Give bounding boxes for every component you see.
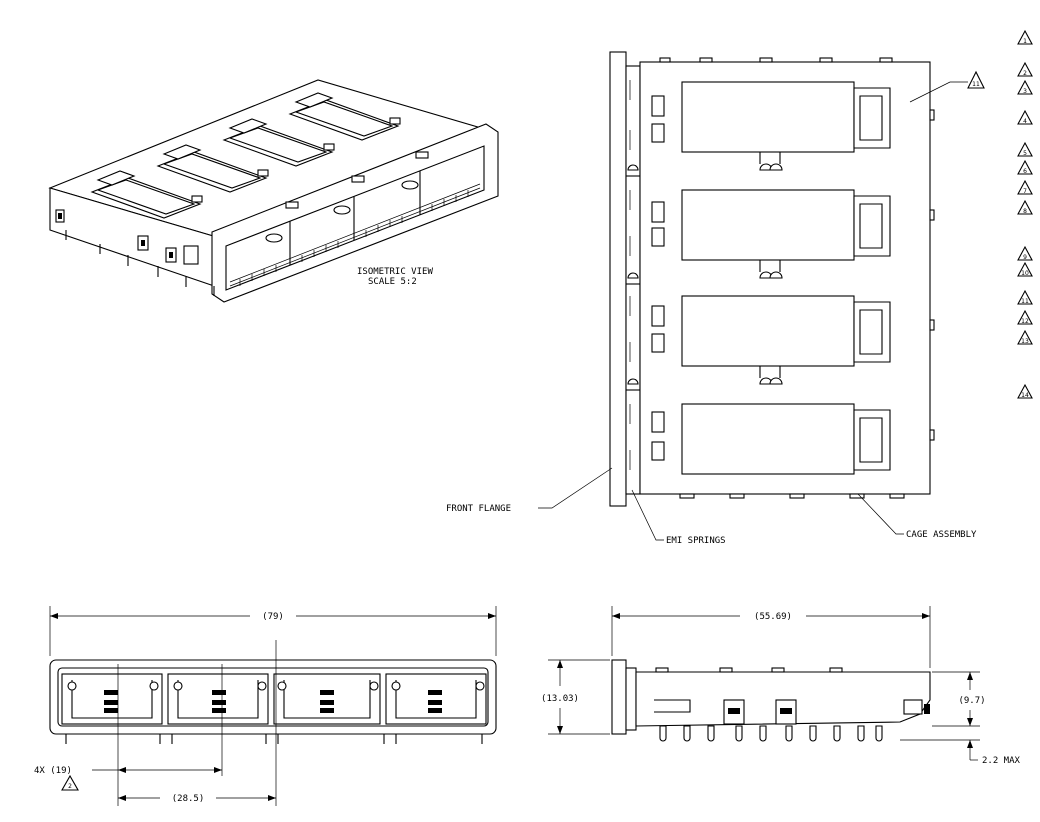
- front-width-dim: (55.69): [754, 612, 792, 622]
- note-number: 7: [1023, 188, 1027, 195]
- pitch-count-dim: 4X (19): [34, 766, 72, 776]
- span-dim: (28.5): [172, 794, 205, 804]
- note-callout: 12: [1017, 309, 1033, 325]
- pitch-note-number: 2: [68, 783, 72, 790]
- note-triangle: [1017, 329, 1033, 345]
- note-number: 13: [1021, 338, 1029, 345]
- height-left-dim: (13.03): [541, 694, 579, 704]
- note-triangle: [1017, 245, 1033, 261]
- note-callout: 1: [1017, 29, 1033, 45]
- note-callout: 13: [1017, 329, 1033, 345]
- note-triangle: [1017, 79, 1033, 95]
- note-triangle: [1017, 179, 1033, 195]
- note-callout: 10: [1017, 261, 1033, 277]
- note-callout: 7: [1017, 179, 1033, 195]
- cage-assembly-label: CAGE ASSEMBLY: [906, 530, 977, 540]
- overall-width-dim: (79): [262, 612, 284, 622]
- note-callout: 4: [1017, 109, 1033, 125]
- note-number: 12: [1021, 318, 1029, 325]
- note-triangle: [1017, 109, 1033, 125]
- iso-title: ISOMETRIC VIEW: [357, 267, 433, 277]
- note-number: 4: [1023, 118, 1027, 125]
- top-view-note-callout: 11: [967, 70, 985, 89]
- note-number: 9: [1023, 254, 1027, 261]
- note-callout: 5: [1017, 141, 1033, 157]
- top-view: [609, 51, 935, 507]
- front-flange-label: FRONT FLANGE: [446, 504, 511, 514]
- max-offset-dim: 2.2 MAX: [982, 756, 1021, 766]
- note-number: 6: [1023, 168, 1027, 175]
- side-view: [611, 659, 931, 742]
- note-callout: 11: [1017, 289, 1033, 305]
- emi-springs-label: EMI SPRINGS: [666, 536, 726, 546]
- note-triangle: [1017, 199, 1033, 215]
- isometric-view: [48, 79, 499, 303]
- note-triangle: [1017, 261, 1033, 277]
- note-number: 10: [1021, 270, 1029, 277]
- note-callout: 14: [1017, 383, 1033, 399]
- note-callout: 2: [1017, 61, 1033, 77]
- note-number: 5: [1023, 150, 1027, 157]
- note-number: 14: [1021, 392, 1029, 399]
- top-view-note-number: 11: [972, 81, 980, 88]
- note-triangle: [1017, 29, 1033, 45]
- note-number: 1: [1023, 38, 1027, 45]
- note-number: 3: [1023, 88, 1027, 95]
- iso-scale: SCALE 5:2: [368, 277, 417, 287]
- front-view: [49, 659, 497, 744]
- note-triangle: [1017, 383, 1033, 399]
- pitch-note-callout: 2: [61, 774, 79, 791]
- note-number: 8: [1023, 208, 1027, 215]
- note-number: 11: [1021, 298, 1029, 305]
- note-callout: 6: [1017, 159, 1033, 175]
- note-triangle: [1017, 141, 1033, 157]
- height-right-dim: (9.7): [958, 696, 985, 706]
- note-triangle: [1017, 309, 1033, 325]
- note-number: 2: [1023, 70, 1027, 77]
- note-callout: 3: [1017, 79, 1033, 95]
- note-callout: 8: [1017, 199, 1033, 215]
- note-triangle: [1017, 159, 1033, 175]
- note-triangle: [1017, 61, 1033, 77]
- note-triangle: [1017, 289, 1033, 305]
- note-callout: 9: [1017, 245, 1033, 261]
